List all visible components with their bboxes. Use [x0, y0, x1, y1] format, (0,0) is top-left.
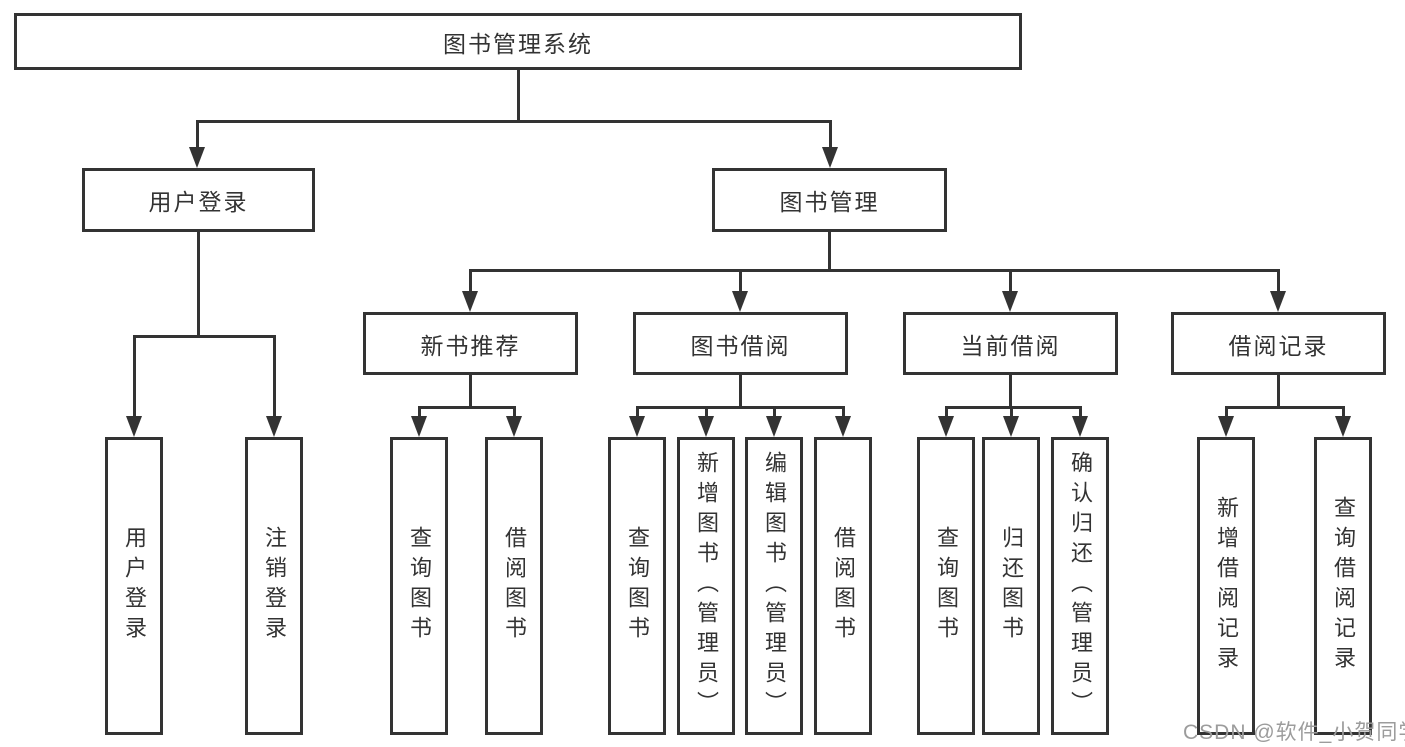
- node-new-book-recommendation: 新书推荐: [363, 312, 578, 375]
- connector-line: [1224, 409, 1228, 419]
- connector-line: [739, 272, 742, 294]
- connector-line: [944, 409, 948, 419]
- connector-line: [132, 338, 136, 419]
- leaf-borrow-books-borrowing: 借阅图书: [814, 437, 872, 735]
- leaf-add-borrow-record: 新增借阅记录: [1197, 437, 1255, 735]
- connector-line: [1009, 375, 1012, 409]
- leaf-logout: 注销登录: [245, 437, 303, 735]
- connector-line: [197, 232, 200, 338]
- arrow-down-icon: [732, 291, 748, 312]
- leaf-borrow-books-recommend: 借阅图书: [485, 437, 543, 735]
- connector-line: [469, 375, 472, 409]
- leaf-query-books-borrowing: 查询图书: [608, 437, 666, 735]
- arrow-down-icon: [1217, 416, 1234, 437]
- connector-line: [272, 338, 276, 419]
- connector-line: [704, 409, 708, 419]
- connector-line: [195, 120, 832, 123]
- leaf-edit-book-admin: 编辑图书（管理员）: [745, 437, 803, 735]
- csdn-watermark: CSDN @软件_小贺同学: [1183, 721, 1405, 744]
- connector-line: [739, 375, 742, 409]
- arrow-down-icon: [1334, 416, 1351, 437]
- connector-line: [195, 123, 199, 150]
- leaf-return-book: 归还图书: [982, 437, 1040, 735]
- connector-line: [469, 269, 1280, 272]
- arrow-down-icon: [834, 416, 851, 437]
- arrow-down-icon: [1270, 291, 1286, 312]
- connector-line: [1078, 409, 1082, 419]
- arrow-down-icon: [462, 291, 478, 312]
- leaf-query-books-recommend: 查询图书: [390, 437, 448, 735]
- arrow-down-icon: [765, 416, 782, 437]
- connector-line: [1009, 272, 1012, 294]
- connector-line: [417, 406, 516, 409]
- connector-line: [512, 409, 516, 419]
- connector-line: [469, 272, 472, 294]
- node-user-login: 用户登录: [82, 168, 315, 232]
- arrow-down-icon: [1002, 416, 1019, 437]
- connector-line: [828, 123, 832, 150]
- leaf-add-book-admin: 新增图书（管理员）: [677, 437, 735, 735]
- arrow-down-icon: [505, 416, 522, 437]
- connector-line: [1009, 409, 1013, 419]
- arrow-down-icon: [1071, 416, 1088, 437]
- connector-line: [828, 232, 831, 272]
- arrow-down-icon: [628, 416, 645, 437]
- connector-line: [516, 70, 520, 123]
- leaf-query-books-current: 查询图书: [917, 437, 975, 735]
- connector-line: [841, 409, 845, 419]
- arrow-down-icon: [410, 416, 427, 437]
- connector-line: [1341, 409, 1345, 419]
- arrow-down-icon: [821, 147, 838, 168]
- arrow-down-icon: [265, 416, 282, 437]
- leaf-user-login: 用户登录: [105, 437, 163, 735]
- connector-line: [635, 406, 845, 409]
- connector-line: [944, 406, 1082, 409]
- connector-line: [772, 409, 776, 419]
- connector-line: [417, 409, 421, 419]
- connector-line: [1277, 375, 1280, 409]
- node-library-management-system: 图书管理系统: [14, 13, 1022, 70]
- arrow-down-icon: [125, 416, 142, 437]
- arrow-down-icon: [697, 416, 714, 437]
- leaf-query-borrow-record: 查询借阅记录: [1314, 437, 1372, 735]
- connector-line: [132, 335, 276, 338]
- node-book-borrowing: 图书借阅: [633, 312, 848, 375]
- connector-line: [1277, 272, 1280, 294]
- arrow-down-icon: [188, 147, 205, 168]
- node-borrowing-records: 借阅记录: [1171, 312, 1386, 375]
- node-book-management: 图书管理: [712, 168, 947, 232]
- arrow-down-icon: [1002, 291, 1018, 312]
- connector-line: [635, 409, 639, 419]
- connector-line: [1224, 406, 1345, 409]
- leaf-confirm-return-admin: 确认归还（管理员）: [1051, 437, 1109, 735]
- node-current-borrowing: 当前借阅: [903, 312, 1118, 375]
- arrow-down-icon: [937, 416, 954, 437]
